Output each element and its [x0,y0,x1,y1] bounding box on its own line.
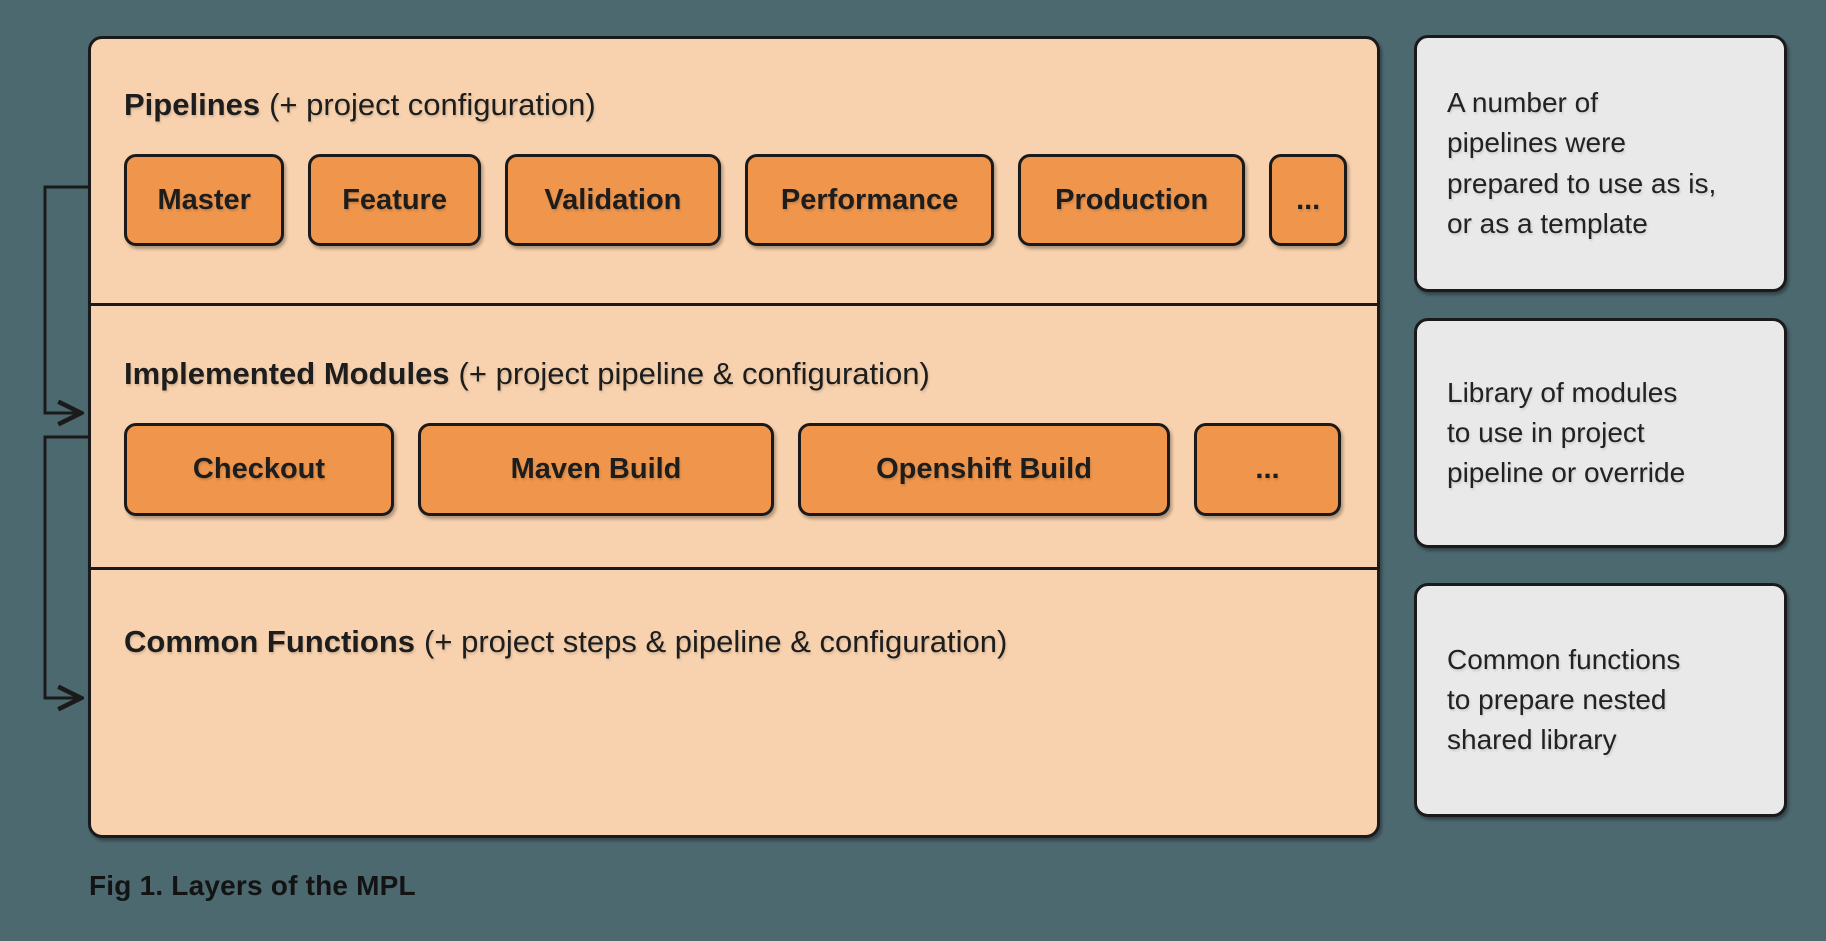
note-pipelines-text: A number of pipelines were prepared to u… [1447,86,1717,239]
note-functions: Common functions to prepare nested share… [1414,583,1787,817]
figure-caption: Fig 1. Layers of the MPL [89,870,416,901]
layer-common-functions: Common Functions(+ project steps & pipel… [91,567,1377,835]
layer-modules-title-bold: Implemented Modules [124,356,450,391]
modules-row: Checkout Maven Build Openshift Build ... [124,423,1347,516]
note-modules-text: Library of modules to use in project pip… [1447,376,1686,489]
layer-functions-title-bold: Common Functions [124,624,416,659]
note-pipelines: A number of pipelines were prepared to u… [1414,35,1787,292]
pipeline-performance: Performance [745,154,995,246]
pipeline-validation: Validation [504,154,722,246]
module-maven-build: Maven Build [418,423,774,516]
layer-implemented-modules: Implemented Modules(+ project pipeline &… [91,303,1377,567]
arrow-pipelines-to-modules-icon [43,185,91,413]
layer-pipelines-title: Pipelines(+ project configuration) [124,85,1347,125]
layer-functions-title-note: (+ project steps & pipeline & configurat… [424,624,1008,659]
pipeline-production: Production [1018,154,1246,246]
layer-modules-title-note: (+ project pipeline & configuration) [458,356,930,391]
pipeline-ellipsis: ... [1269,154,1348,246]
pipeline-feature: Feature [308,154,481,246]
layer-pipelines-title-note: (+ project configuration) [269,87,596,122]
pipeline-master: Master [124,154,285,246]
arrow-modules-to-functions-icon [43,435,91,698]
mpl-layers-container: Pipelines(+ project configuration) Maste… [88,36,1380,838]
module-checkout: Checkout [124,423,394,516]
layer-pipelines-title-bold: Pipelines [124,87,261,122]
module-ellipsis: ... [1194,423,1341,516]
note-functions-text: Common functions to prepare nested share… [1447,643,1681,756]
pipelines-row: Master Feature Validation Performance Pr… [124,154,1348,246]
module-openshift-build: Openshift Build [798,423,1170,516]
layer-pipelines: Pipelines(+ project configuration) Maste… [91,39,1377,303]
layer-modules-title: Implemented Modules(+ project pipeline &… [124,354,1347,394]
note-modules: Library of modules to use in project pip… [1414,318,1787,548]
layer-functions-title: Common Functions(+ project steps & pipel… [124,622,1347,662]
